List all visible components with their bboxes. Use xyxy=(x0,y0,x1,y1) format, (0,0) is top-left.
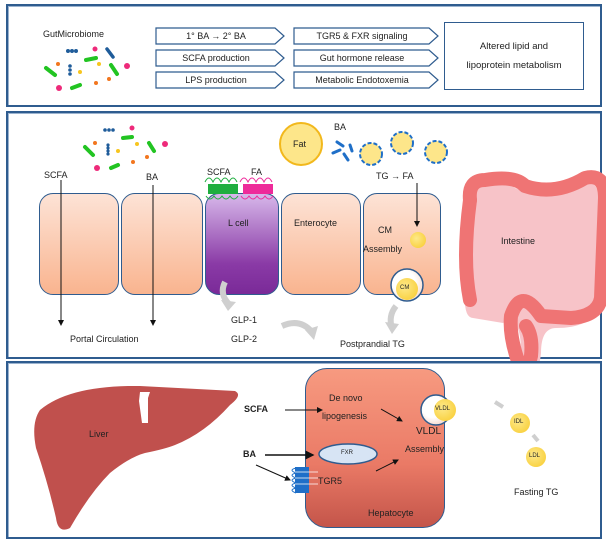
assembly-label: Assembly xyxy=(363,244,403,254)
gut-microbiome-label: GutMicrobiome xyxy=(43,29,105,39)
portal-circulation-label: Portal Circulation xyxy=(70,334,139,344)
bile-acid-label: BA xyxy=(334,122,347,132)
mechanism-lps: LPS production xyxy=(155,71,285,89)
outcome-line-2: lipoprotein metabolism xyxy=(466,60,562,71)
scfa-hepatic-label: SCFA xyxy=(244,404,269,414)
tg-fa-label: TG → FA xyxy=(376,171,414,181)
enterocyte-label: Enterocyte xyxy=(294,218,338,228)
cm-particle-label: CM xyxy=(400,285,410,291)
glp2-label: GLP-2 xyxy=(231,334,258,344)
denovo-line1: De novo xyxy=(329,393,363,403)
lcell-fa-label: FA xyxy=(251,167,263,177)
lcell-scfa-label: SCFA xyxy=(207,167,231,177)
fxr-label: FXR xyxy=(341,450,353,456)
denovo-line2: lipogenesis xyxy=(322,411,368,421)
idl-particle-label: IDL xyxy=(514,419,524,425)
liver-panel xyxy=(6,361,602,539)
fasting-tg-label: Fasting TG xyxy=(514,487,559,497)
l-cell xyxy=(205,193,279,295)
ldl-particle-label: LDL xyxy=(529,453,541,459)
scfa-label: SCFA xyxy=(44,170,68,180)
vldl-assembly-line1: VLDL xyxy=(416,426,442,437)
liver-label: Liver xyxy=(89,429,109,439)
epithelial-cell-2 xyxy=(121,193,203,295)
outcome-line-1: Altered lipid and xyxy=(479,41,549,52)
postprandial-tg-label: Postprandial TG xyxy=(340,339,405,349)
ba-label: BA xyxy=(146,172,159,182)
glp1-label: GLP-1 xyxy=(231,315,258,325)
cm-label: CM xyxy=(378,225,392,235)
effect-gut-hormone: Gut hormone release xyxy=(293,49,439,67)
vldl-assembly-line2: Assembly xyxy=(405,444,445,454)
mechanism-scfa: SCFA production xyxy=(155,49,285,67)
vldl-particle-label: VLDL xyxy=(435,406,451,412)
effect-endotoxemia: Metabolic Endotoxemia xyxy=(293,71,439,89)
intestine-label: Intestine xyxy=(501,236,536,246)
mechanism-bile-acid: 1° BA → 2° BA xyxy=(155,27,285,45)
outcome-box: Altered lipid and lipoprotein metabolism xyxy=(444,22,584,90)
effect-tgr5-fxr: TGR5 & FXR signaling xyxy=(293,27,439,45)
enterocyte-cell xyxy=(281,193,361,295)
epithelial-cell-1 xyxy=(39,193,119,295)
ba-hepatic-label: BA xyxy=(243,449,256,459)
tgr5-label: TGR5 xyxy=(318,476,343,486)
lcell-label: L cell xyxy=(228,218,249,228)
fat-label: Fat xyxy=(293,139,307,149)
hepatocyte-label: Hepatocyte xyxy=(368,508,414,518)
